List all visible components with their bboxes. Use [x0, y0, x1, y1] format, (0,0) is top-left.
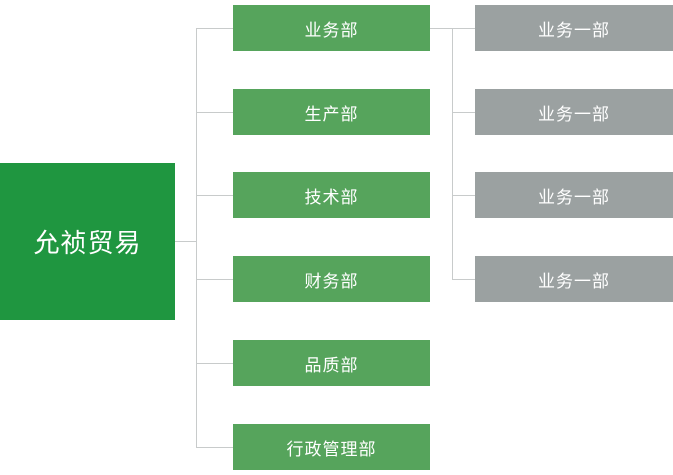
- connector-stub-dept-5: [196, 363, 233, 364]
- connector-stub-dept-1: [196, 28, 233, 29]
- connector-stub-sub-4: [452, 279, 475, 280]
- connector-stub-dept-6: [196, 447, 233, 448]
- department-node-4: 财务部: [233, 256, 430, 302]
- sub-department-node-3: 业务一部: [475, 172, 673, 218]
- connector-stub-dept-4: [196, 279, 233, 280]
- sub-department-node-4: 业务一部: [475, 256, 673, 302]
- department-node-5: 品质部: [233, 340, 430, 386]
- department-node-label: 业务部: [304, 20, 359, 40]
- department-node-1: 业务部: [233, 5, 430, 51]
- department-node-label: 行政管理部: [286, 439, 377, 459]
- connector-stub-dept-2: [196, 112, 233, 113]
- connector-business-to-trunk: [430, 28, 452, 29]
- department-node-6: 行政管理部: [233, 424, 430, 470]
- connector-sub-trunk: [452, 28, 453, 279]
- department-node-3: 技术部: [233, 172, 430, 218]
- department-node-label: 品质部: [304, 355, 359, 375]
- connector-stub-sub-1: [452, 28, 475, 29]
- sub-department-node-label: 业务一部: [538, 104, 610, 124]
- department-node-label: 生产部: [304, 104, 359, 124]
- connector-stub-dept-3: [196, 195, 233, 196]
- root-node-company: 允祯贸易: [0, 163, 175, 320]
- sub-department-node-label: 业务一部: [538, 271, 610, 291]
- department-node-label: 技术部: [304, 187, 359, 207]
- root-node-label: 允祯贸易: [33, 228, 142, 258]
- sub-department-node-label: 业务一部: [538, 187, 610, 207]
- connector-root-to-trunk: [175, 241, 196, 242]
- department-node-label: 财务部: [304, 271, 359, 291]
- connector-stub-sub-2: [452, 112, 475, 113]
- sub-department-node-2: 业务一部: [475, 89, 673, 135]
- department-node-2: 生产部: [233, 89, 430, 135]
- sub-department-node-1: 业务一部: [475, 5, 673, 51]
- connector-department-trunk: [196, 28, 197, 447]
- sub-department-node-label: 业务一部: [538, 20, 610, 40]
- connector-stub-sub-3: [452, 195, 475, 196]
